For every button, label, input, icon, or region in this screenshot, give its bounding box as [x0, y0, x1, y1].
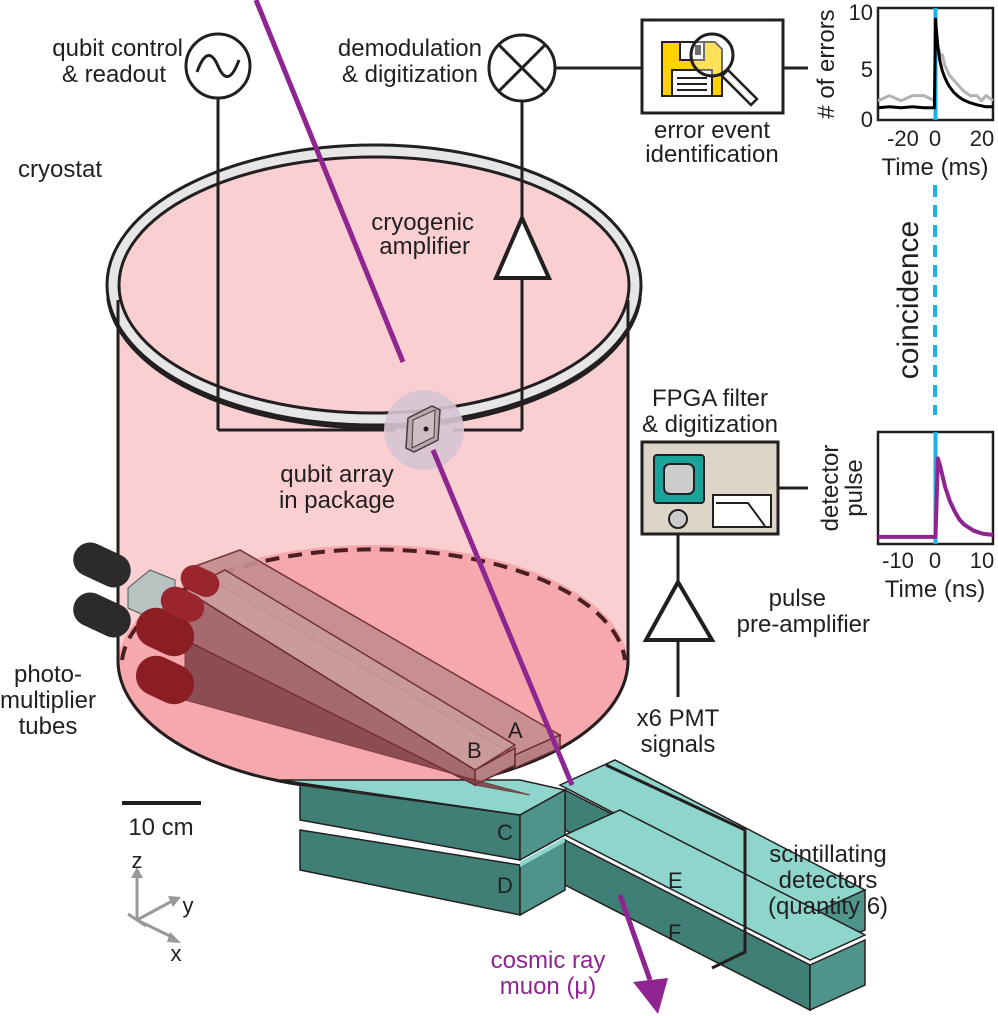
mixer — [487, 33, 557, 103]
pulse-plot-xtick: 10 — [970, 548, 994, 573]
pulse-preamp-label-line2: pre-amplifier — [737, 611, 870, 638]
pulse-preamp-label-line1: pulse — [769, 585, 826, 612]
photomultiplier-tubes — [73, 542, 220, 705]
wiring — [216, 66, 808, 432]
series-line-detector-pulse — [878, 456, 994, 539]
qubit-array-label-line2: in package — [279, 487, 395, 514]
scintillating-label-line1: scintillating — [769, 841, 886, 868]
scintillating-detectors: A B C D E F — [73, 542, 867, 1012]
pulse-plot-ylabel-line1: detector — [817, 445, 844, 532]
scale-bar-label: 10 cm — [128, 814, 193, 841]
pulse-plot-xlabel: Time (ns) — [885, 576, 985, 603]
detector-label-e: E — [668, 868, 683, 893]
lowpass-filter-icon — [712, 494, 772, 528]
chip-icon — [653, 454, 705, 504]
detectors-bracket — [605, 763, 747, 970]
detector-label-c: C — [497, 820, 513, 845]
cryogenic-amplifier-label-line1: cryogenic — [371, 209, 474, 236]
cryogenic-amplifier-label-line2: amplifier — [379, 233, 470, 260]
qubit-control-label-line1: qubit control — [52, 35, 183, 62]
qubit-array-package — [384, 390, 464, 470]
error-plot-xtick: 0 — [929, 126, 941, 151]
pulse-preamplifier-icon — [642, 577, 716, 642]
knob-icon — [668, 509, 688, 529]
cryostat-label: cryostat — [18, 156, 102, 183]
error-plot-ytick: 10 — [849, 0, 873, 25]
scintillating-label-line2: detectors — [779, 867, 878, 894]
muon-label-line2: muon (μ) — [500, 973, 597, 1000]
fpga-label-line2: & digitization — [642, 411, 778, 438]
error-event-label-line1: error event — [654, 117, 770, 144]
error-plot-xtick: -20 — [887, 126, 919, 151]
error-plot-xlabel: Time (ms) — [881, 154, 988, 181]
error-event-label-line2: identification — [645, 141, 778, 168]
qubit-control-label-line2: & readout — [62, 61, 166, 88]
demodulation-label-line1: demodulation — [338, 35, 482, 62]
detector-label-f: F — [668, 920, 681, 945]
detector-pulse-plot — [876, 430, 995, 546]
error-plot-ylabel: # of errors — [813, 9, 840, 118]
error-plot-ytick: 0 — [861, 107, 873, 132]
photomultiplier-label-line2: multiplier — [0, 687, 96, 714]
pmt-signals-label-line1: x6 PMT — [637, 705, 720, 732]
pulse-plot-xtick: -10 — [882, 548, 914, 573]
signal-generator — [184, 32, 252, 100]
photomultiplier-label-line1: photo- — [14, 661, 82, 688]
error-plot-xtick: 20 — [970, 126, 994, 151]
scintillating-label-line3: (quantity 6) — [768, 893, 888, 920]
pulse-plot-ylabel-line2: pulse — [841, 459, 868, 516]
fpga-label-line1: FPGA filter — [652, 385, 768, 412]
error-event-box — [640, 18, 785, 115]
axis-y-label: y — [183, 893, 194, 918]
cryogenic-amplifier-icon — [492, 213, 553, 280]
sine-wave-icon — [195, 54, 241, 78]
axis-z-label: z — [132, 848, 143, 873]
fpga-box — [640, 440, 808, 697]
detector-label-a: A — [508, 718, 523, 743]
error-count-plot — [876, 6, 995, 122]
photomultiplier-label-line3: tubes — [19, 713, 78, 740]
demodulation-label-line2: & digitization — [342, 61, 478, 88]
qubit-array-label-line1: qubit array — [280, 461, 393, 488]
pulse-plot-xtick: 0 — [929, 548, 941, 573]
detector-label-d: D — [497, 873, 513, 898]
coincidence-label: coincidence — [892, 221, 925, 379]
muon-track — [253, 0, 668, 1014]
magnifier-icon — [689, 32, 759, 107]
axes-triad — [127, 867, 181, 943]
series-line-averaged-errors — [877, 17, 993, 110]
error-plot-ytick: 5 — [861, 57, 873, 82]
axis-x-label: x — [171, 941, 182, 966]
pmt-signals-label-line2: signals — [641, 731, 716, 758]
muon-arrowhead-icon — [633, 978, 668, 1014]
detector-label-b: B — [467, 738, 482, 763]
muon-label-line1: cosmic ray — [491, 947, 606, 974]
